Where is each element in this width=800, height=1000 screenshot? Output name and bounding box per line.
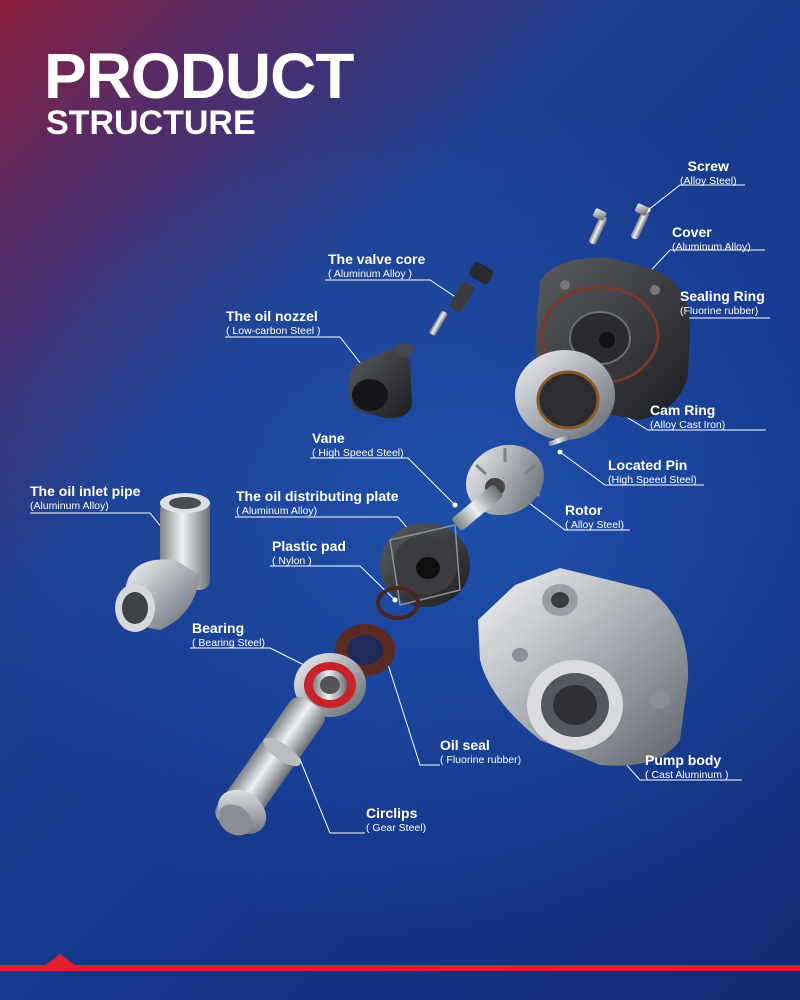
label-circlips: Circlips( Gear Steel) [366, 805, 427, 834]
label-located-pin: Located Pin(High Speed Steel) [608, 457, 697, 486]
shaft-circlips-part [215, 696, 325, 836]
label-cover: Cover(Aluminum Alloy) [672, 224, 751, 253]
valve-core-part [429, 262, 494, 336]
label-oil-nozzel: The oil nozzel( Low-carbon Steel ) [226, 308, 321, 337]
label-pump-body: Pump body( Cast Aluminum ) [645, 752, 729, 781]
leader-circlips [289, 734, 365, 834]
screw-part [589, 203, 649, 245]
bottom-accent-notch [44, 954, 76, 966]
cam-ring-part [515, 350, 615, 440]
pump-body-part [478, 568, 689, 766]
leader-oil-inlet-pipe [30, 512, 183, 554]
leader-screw [647, 184, 745, 211]
title-line-2: STRUCTURE [46, 104, 256, 142]
label-plastic-pad: Plastic pad( Nylon ) [272, 538, 346, 567]
label-valve-core: The valve core( Aluminum Alloy ) [328, 251, 426, 280]
label-oil-distributing-plate: The oil distributing plate( Aluminum All… [236, 488, 399, 517]
label-vane: Vane( High Speed Steel) [312, 430, 404, 459]
plastic-pad-part [376, 586, 420, 620]
located-pin-part [548, 434, 570, 447]
leader-located-pin [559, 451, 704, 486]
title-line-1: PRODUCT [44, 40, 354, 112]
bearing-part [294, 653, 366, 717]
label-bearing: Bearing( Bearing Steel) [192, 620, 265, 649]
oil-inlet-pipe-part [115, 493, 210, 632]
leader-plastic-pad [270, 565, 396, 601]
label-rotor: Rotor( Alloy Steel) [565, 502, 624, 531]
label-screw: Screw(Alloy Steel) [680, 158, 737, 187]
leader-valve-core [325, 279, 461, 301]
label-oil-inlet-pipe: The oil inlet pipe(Aluminum Alloy) [30, 483, 141, 512]
label-oil-seal: Oil seal( Fluorine rubber) [440, 737, 522, 766]
leader-oil-nozzel [225, 336, 373, 379]
label-sealing-ring: Sealing Ring(Fluorine rubber) [680, 288, 765, 317]
label-cam-ring: Cam Ring(Alloy Cast Iron) [650, 402, 726, 431]
leader-vane [310, 457, 456, 506]
leader-oil-seal [384, 654, 440, 766]
oil-nozzel-part [348, 343, 414, 419]
rotor-part [452, 444, 544, 531]
leader-rotor [524, 499, 630, 531]
bottom-accent-bar [0, 965, 800, 971]
oil-distributing-plate-part [380, 523, 470, 607]
